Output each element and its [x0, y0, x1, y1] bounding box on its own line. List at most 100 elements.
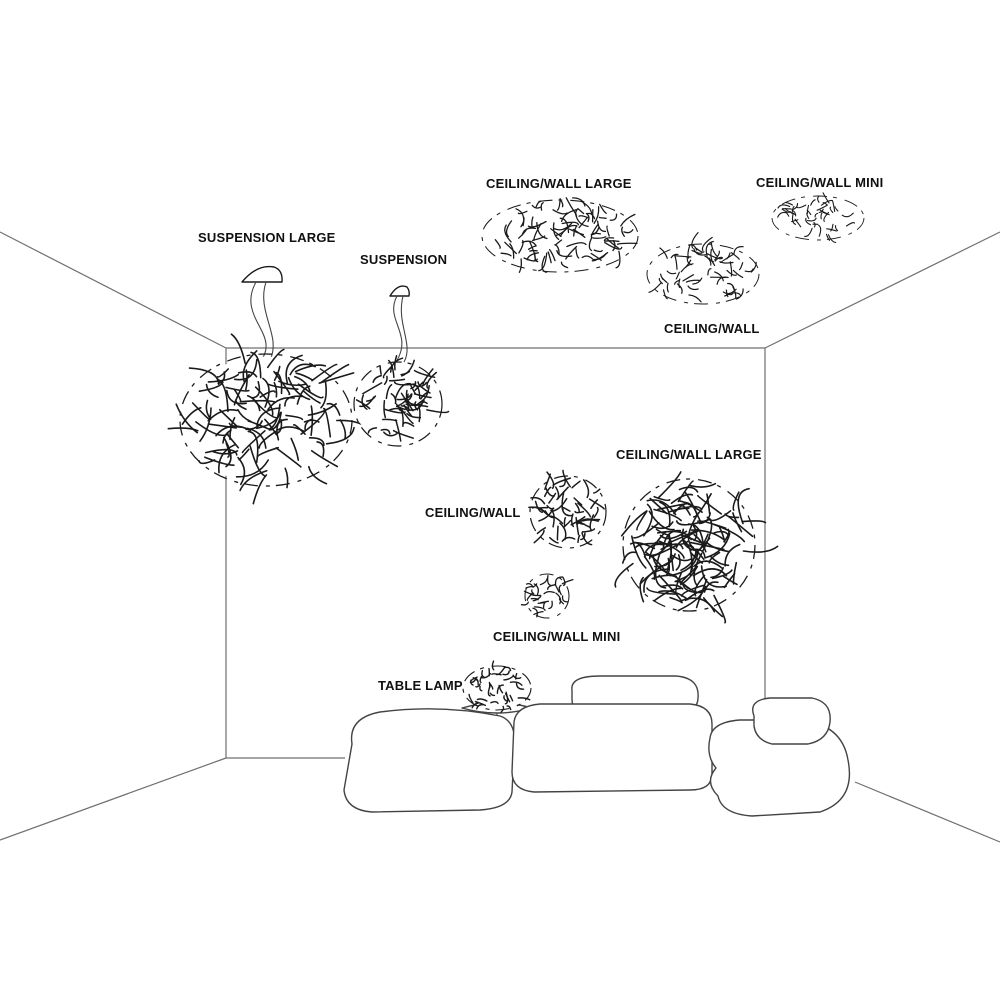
petal-stroke — [697, 520, 727, 529]
petal-stroke — [680, 534, 701, 544]
petal-stroke — [273, 381, 278, 398]
label-ceiling-wall-top: CEILING/WALL — [664, 321, 760, 336]
petal-stroke — [544, 473, 552, 490]
petal-stroke — [556, 525, 559, 541]
petal-stroke — [791, 205, 795, 215]
petal-stroke — [274, 418, 283, 435]
petal-stroke — [383, 400, 387, 419]
petal-stroke — [379, 365, 382, 375]
petal-stroke — [732, 512, 743, 533]
petal-stroke — [660, 584, 684, 590]
petal-stroke — [581, 528, 596, 533]
petal-stroke — [589, 514, 595, 532]
petal-stroke — [311, 363, 338, 382]
petal-stroke — [267, 396, 295, 411]
petal-stroke — [649, 543, 680, 558]
petal-stroke — [545, 487, 556, 497]
petal-stroke — [692, 568, 728, 577]
petal-stroke — [702, 597, 724, 618]
petal-stroke — [581, 255, 594, 260]
label-suspension: SUSPENSION — [360, 252, 447, 267]
petal-stroke — [289, 363, 316, 376]
petal-stroke — [670, 493, 694, 505]
petal-stroke — [303, 419, 320, 423]
petal-stroke — [580, 200, 593, 215]
petal-stroke — [710, 248, 716, 267]
petal-stroke — [217, 371, 226, 385]
label-ceiling-wall-large-top: CEILING/WALL LARGE — [486, 176, 632, 191]
petal-stroke — [794, 218, 802, 228]
lamp-ceiling-wall-large-top — [481, 197, 639, 273]
petal-stroke — [500, 705, 505, 713]
petal-stroke — [509, 681, 523, 686]
petal-stroke — [585, 212, 590, 223]
petal-stroke — [831, 200, 836, 212]
petal-stroke — [188, 367, 220, 385]
petal-stroke — [714, 250, 720, 261]
petal-stroke — [714, 271, 724, 282]
petal-stroke — [404, 393, 413, 403]
label-ceiling-wall-mini-wall: CEILING/WALL MINI — [493, 629, 620, 644]
lamp-table-lamp — [462, 660, 532, 713]
petal-stroke — [816, 205, 828, 211]
petal-stroke — [563, 516, 567, 527]
petal-stroke — [636, 510, 648, 531]
petal-stroke — [225, 386, 250, 392]
petal-stroke — [693, 248, 707, 256]
petal-stroke — [382, 365, 393, 379]
petal-stroke — [689, 482, 717, 488]
petal-stroke — [698, 585, 707, 599]
petal-stroke — [646, 587, 676, 595]
petal-stroke — [654, 553, 667, 589]
petal-stroke — [562, 469, 571, 488]
petal-stroke — [675, 271, 680, 280]
petal-stroke — [252, 474, 268, 505]
petal-stroke — [659, 501, 671, 528]
lamp-ceiling-wall-wall — [528, 469, 607, 549]
petal-stroke — [673, 503, 686, 515]
petal-stroke — [556, 486, 569, 501]
petal-stroke — [563, 519, 572, 528]
petal-stroke — [269, 403, 281, 430]
petal-stroke — [223, 436, 232, 468]
petal-stroke — [577, 208, 585, 215]
petal-stroke — [290, 437, 300, 461]
petal-stroke — [475, 683, 481, 688]
petal-stroke — [294, 375, 311, 392]
petal-stroke — [727, 515, 754, 538]
petal-stroke — [521, 240, 537, 247]
petal-stroke — [518, 258, 523, 273]
petal-stroke — [819, 209, 830, 216]
petal-stroke — [297, 383, 324, 399]
petal-stroke — [697, 494, 723, 515]
petal-stroke — [259, 390, 276, 398]
petal-stroke — [204, 448, 238, 456]
petal-stroke — [355, 399, 371, 410]
petal-stroke — [217, 443, 236, 474]
petal-stroke — [181, 407, 202, 425]
petal-stroke — [543, 590, 555, 595]
labels: SUSPENSION LARGE SUSPENSION CEILING/WALL… — [198, 175, 883, 693]
petal-stroke — [238, 448, 250, 461]
petal-stroke — [658, 540, 685, 559]
petal-stroke — [538, 507, 554, 522]
cord-small-b — [400, 295, 408, 363]
petal-stroke — [325, 426, 355, 445]
label-ceiling-wall-mini-top: CEILING/WALL MINI — [756, 175, 883, 190]
petal-stroke — [235, 459, 269, 478]
petal-stroke — [830, 223, 834, 232]
petal-stroke — [818, 224, 822, 237]
petal-stroke — [693, 533, 707, 553]
petal-stroke — [503, 675, 515, 681]
lamp-ceiling-wall-mini-top — [771, 192, 865, 244]
petal-stroke — [191, 402, 210, 420]
petal-stroke — [246, 395, 261, 412]
petal-stroke — [383, 375, 388, 385]
petal-stroke — [841, 212, 854, 218]
petal-stroke — [514, 672, 518, 680]
petal-stroke — [660, 273, 664, 280]
petal-stroke — [572, 197, 586, 207]
petal-stroke — [304, 418, 314, 432]
petal-stroke — [476, 698, 488, 702]
